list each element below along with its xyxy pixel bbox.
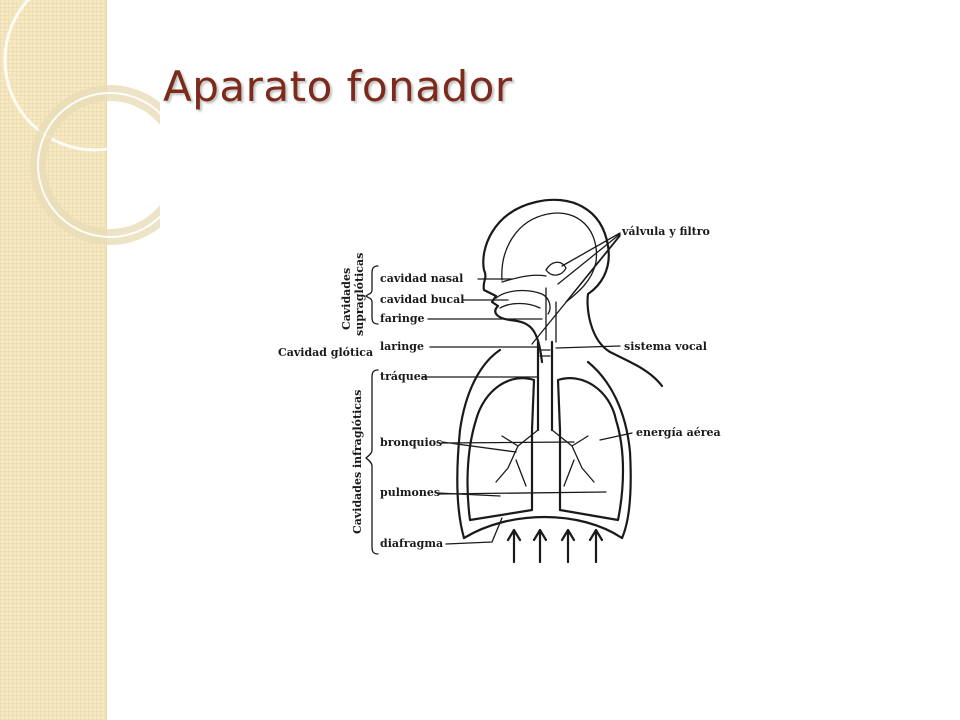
group-brackets (365, 265, 379, 555)
label-valvula-filtro: válvula y filtro (621, 225, 710, 238)
label-energia-aerea: energía aérea (636, 426, 721, 439)
label-supraglottic-line1: Cavidades (340, 268, 353, 330)
label-sistema-vocal: sistema vocal (624, 340, 707, 353)
label-diafragma: diafragma (380, 537, 443, 550)
label-cavidad-bucal: cavidad bucal (380, 293, 464, 306)
label-traquea: tráquea (380, 370, 428, 383)
label-cavidad-nasal: cavidad nasal (380, 272, 463, 285)
label-pulmones: pulmones (380, 486, 440, 499)
decorative-circles (3, 0, 160, 245)
leader-lines (421, 232, 633, 545)
label-supraglottic-line2: supraglóticas (353, 253, 366, 336)
label-bronquios: bronquios (380, 436, 442, 449)
label-faringe: faringe (380, 312, 425, 325)
anatomy-outline (456, 198, 664, 564)
label-laringe: laringe (380, 340, 424, 353)
label-glottic: Cavidad glótica (278, 346, 373, 359)
label-infraglottic: Cavidades infraglóticas (351, 390, 364, 534)
slide-title: Aparato fonador (163, 62, 513, 111)
vocal-apparatus-diagram: Cavidades supraglóticas Cavidad glótica … (278, 198, 721, 564)
